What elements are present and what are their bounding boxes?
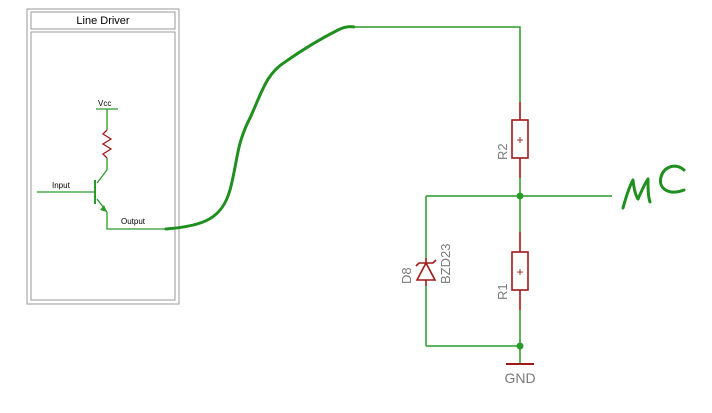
mc-annotation: MC <box>621 164 686 210</box>
gnd-label: GND <box>504 370 535 386</box>
top-rail-wire <box>352 26 521 102</box>
r2-label: R2 <box>495 143 510 160</box>
handwritten-m <box>621 177 652 210</box>
hand-drawn-wire <box>164 25 356 231</box>
output-wire <box>106 212 172 230</box>
d8-label: D8 <box>399 267 414 284</box>
r2-plus-icon: + <box>516 133 523 147</box>
input-label: Input <box>52 181 71 190</box>
divider-circuit: + R2 + R1 D8 BZD23 GND <box>352 26 612 386</box>
zener-part-label: BZD23 <box>438 244 453 284</box>
r1-label: R1 <box>495 283 510 300</box>
vcc-label: Vcc <box>98 99 111 108</box>
handwritten-c <box>658 164 686 194</box>
emitter-arrow-icon <box>100 205 107 212</box>
transistor-collector <box>96 169 108 184</box>
line-driver-block: Line Driver Vcc Input Output <box>26 8 180 305</box>
r1-plus-icon: + <box>516 265 523 279</box>
mc-label: MC <box>654 189 656 191</box>
output-label: Output <box>121 217 146 226</box>
zener-diode-icon <box>415 261 437 281</box>
block-title-bar <box>30 11 176 30</box>
block-title: Line Driver <box>76 15 130 27</box>
internal-resistor <box>101 129 113 159</box>
block-body-frame <box>30 31 176 301</box>
